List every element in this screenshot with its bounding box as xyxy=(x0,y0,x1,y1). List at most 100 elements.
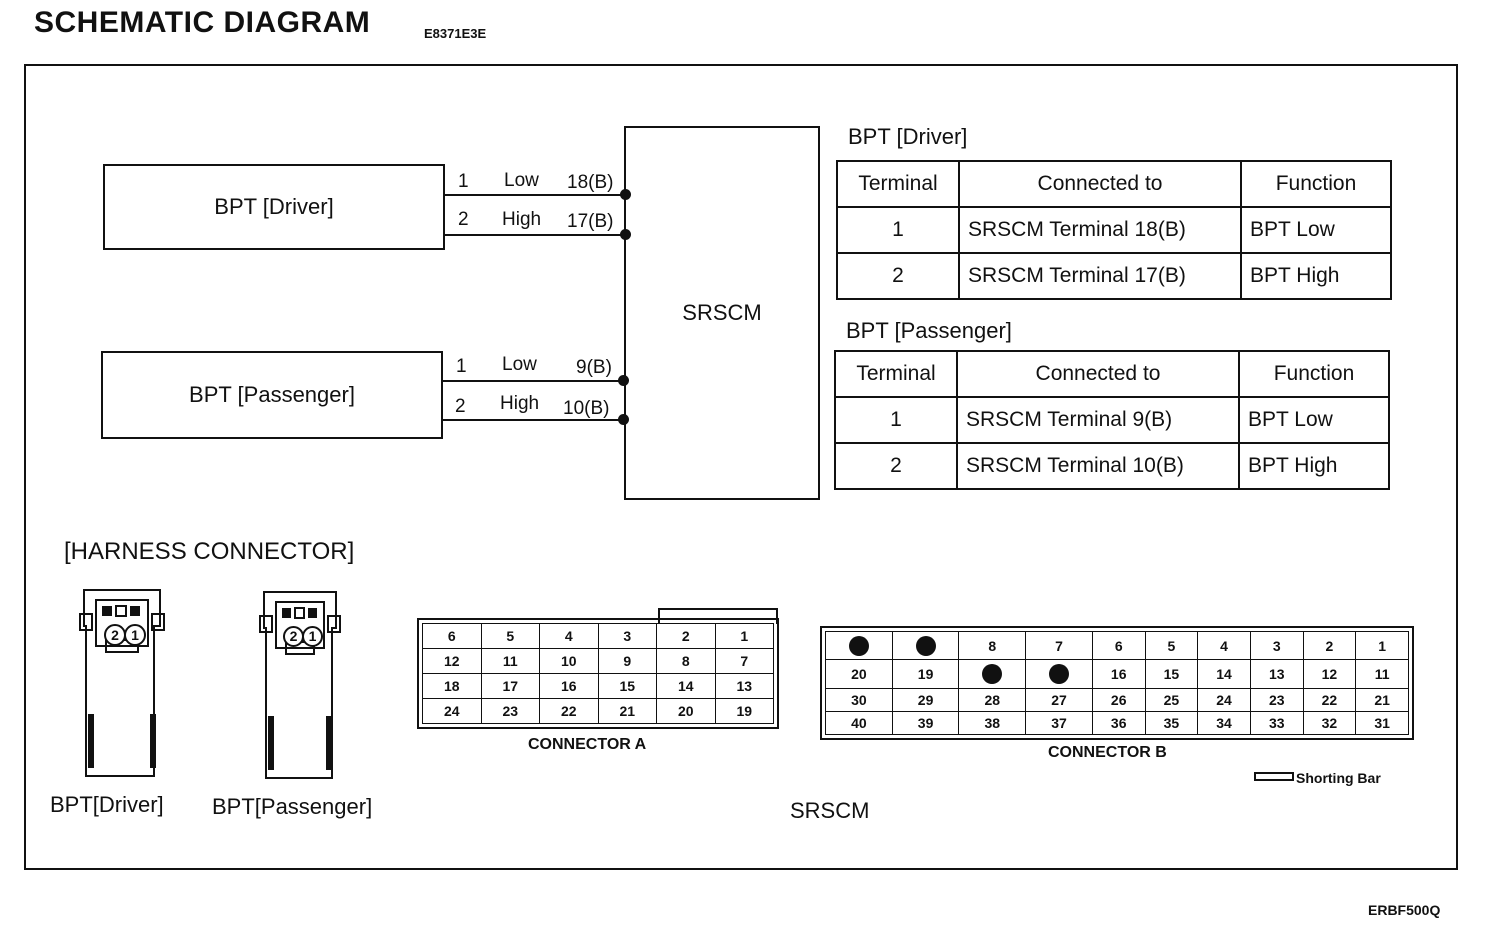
connector-a-pin: 20 xyxy=(656,698,716,724)
function-cell: BPT High xyxy=(1238,442,1390,490)
connector-a-pin: 11 xyxy=(480,648,540,674)
connector-a-pin: 6 xyxy=(422,623,482,649)
bpt-driver-box: BPT [Driver] xyxy=(103,164,445,250)
connector-b-pin: 1 xyxy=(1355,630,1409,661)
connector-b-pin: 40 xyxy=(825,710,893,736)
connected-to-cell: SRSCM Terminal 18(B) xyxy=(958,206,1242,254)
table-row: 2 SRSCM Terminal 10(B) BPT High xyxy=(834,442,1390,490)
function-cell: BPT Low xyxy=(1240,206,1392,254)
connector-a-pin: 24 xyxy=(422,698,482,724)
connector-b-pin: 12 xyxy=(1302,659,1357,689)
header-terminal: Terminal xyxy=(836,160,960,208)
connector-b-pin: 13 xyxy=(1249,659,1304,689)
connector-b-pin: 25 xyxy=(1144,687,1199,712)
passenger-table-title: BPT [Passenger] xyxy=(846,318,1012,343)
shorting-bar-legend-icon xyxy=(1254,772,1294,781)
shorting-bar-dot-icon xyxy=(1049,664,1070,685)
connector-b-pin: 19 xyxy=(891,659,960,689)
connector-a-pin: 1 xyxy=(714,623,774,649)
connector-a-pin: 9 xyxy=(597,648,657,674)
connector-b-pin: 16 xyxy=(1091,659,1146,689)
connector-b-pin: 39 xyxy=(891,710,960,736)
connector-a-pin: 13 xyxy=(714,673,774,699)
driver-plug-label: BPT[Driver] xyxy=(50,792,164,817)
table-header-row: Terminal Connected to Function xyxy=(834,350,1390,398)
connector-a-pin: 10 xyxy=(539,648,599,674)
connector-a-pin: 2 xyxy=(656,623,716,649)
connector-b-pin: 23 xyxy=(1249,687,1304,712)
passenger-wire-signal-high: High xyxy=(500,393,540,414)
connector-a-pin: 22 xyxy=(539,698,599,724)
connector-b-pin: 14 xyxy=(1197,659,1251,689)
bpt-driver-label: BPT [Driver] xyxy=(214,194,334,219)
connector-a-pin: 21 xyxy=(597,698,657,724)
srscm-module-label: SRSCM xyxy=(682,300,762,325)
connector-a-pin: 17 xyxy=(480,673,540,699)
table-row: 2 SRSCM Terminal 17(B) BPT High xyxy=(836,252,1392,300)
table-row: 1 SRSCM Terminal 18(B) BPT Low xyxy=(836,206,1392,254)
connector-b-pin: 21 xyxy=(1355,687,1409,712)
driver-low-wire xyxy=(445,194,626,196)
connector-b-pin: 2 xyxy=(1302,630,1357,661)
connector-b-pin: 29 xyxy=(891,687,960,712)
connector-a-latch xyxy=(658,608,778,624)
connector-a-pin: 3 xyxy=(597,623,657,649)
header-terminal: Terminal xyxy=(834,350,958,398)
connector-a-pin: 23 xyxy=(480,698,540,724)
connector-b-pin: 31 xyxy=(1355,710,1409,736)
passenger-low-wire xyxy=(443,380,624,382)
diagram-frame xyxy=(24,64,1458,870)
shorting-bar-pin xyxy=(891,630,960,661)
table-row: 1 SRSCM Terminal 9(B) BPT Low xyxy=(834,396,1390,444)
connector-a-pin: 16 xyxy=(539,673,599,699)
connector-b-pin: 5 xyxy=(1144,630,1199,661)
connector-a-caption: CONNECTOR A xyxy=(528,736,647,753)
passenger-wire-pin-2: 2 xyxy=(455,396,466,417)
passenger-wire-signal-low: Low xyxy=(502,354,537,375)
shorting-bar-legend-label: Shorting Bar xyxy=(1296,770,1381,786)
driver-plug-pin-2: 2 xyxy=(104,624,126,646)
srscm-module-box: SRSCM xyxy=(624,126,820,500)
passenger-wire-terminal-10b: 10(B) xyxy=(563,398,610,419)
passenger-high-junction xyxy=(618,414,629,425)
terminal-cell: 1 xyxy=(834,396,958,444)
passenger-low-junction xyxy=(618,375,629,386)
connected-to-cell: SRSCM Terminal 17(B) xyxy=(958,252,1242,300)
connector-b-pin: 38 xyxy=(958,710,1027,736)
driver-wire-terminal-18b: 18(B) xyxy=(567,172,614,193)
connector-b-pin: 6 xyxy=(1091,630,1146,661)
driver-wire-terminal-17b: 17(B) xyxy=(567,211,614,232)
connector-b-pin: 35 xyxy=(1144,710,1199,736)
terminal-cell: 2 xyxy=(836,252,960,300)
page-title: SCHEMATIC DIAGRAM xyxy=(34,6,371,39)
connector-a-pin: 14 xyxy=(656,673,716,699)
connector-a-pin: 4 xyxy=(539,623,599,649)
connector-b-pin: 24 xyxy=(1197,687,1251,712)
driver-wire-pin-1: 1 xyxy=(458,171,469,192)
figure-code: ERBF500Q xyxy=(1368,902,1441,918)
passenger-plug-label: BPT[Passenger] xyxy=(212,794,373,819)
bpt-passenger-plug-icon xyxy=(259,591,341,779)
connector-a-pin: 7 xyxy=(714,648,774,674)
shorting-bar-dot-icon xyxy=(915,635,936,656)
shorting-bar-pin xyxy=(1025,659,1093,689)
connector-b-pin: 7 xyxy=(1025,630,1093,661)
connector-b-pin: 32 xyxy=(1302,710,1357,736)
driver-table-title: BPT [Driver] xyxy=(848,124,968,149)
header-connected-to: Connected to xyxy=(956,350,1240,398)
document-code: E8371E3E xyxy=(424,26,487,41)
connector-a-pin: 19 xyxy=(714,698,774,724)
connector-a-pin: 18 xyxy=(422,673,482,699)
connector-a-pin: 15 xyxy=(597,673,657,699)
passenger-terminal-table: Terminal Connected to Function 1 SRSCM T… xyxy=(834,350,1390,490)
passenger-plug-pin-2: 2 xyxy=(283,626,304,647)
bpt-passenger-label: BPT [Passenger] xyxy=(189,382,355,407)
